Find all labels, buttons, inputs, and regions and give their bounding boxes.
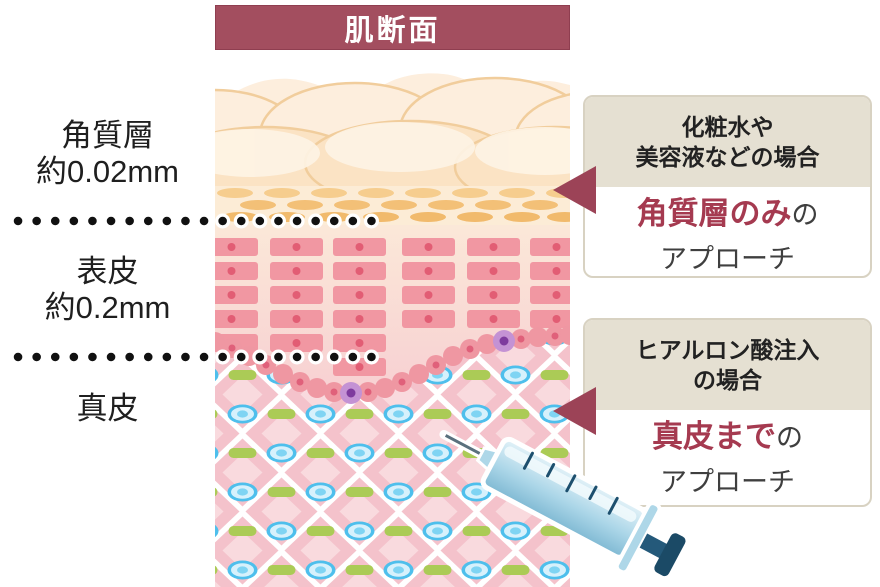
layer-name: 真皮: [76, 391, 139, 426]
layer-name: 表皮: [76, 254, 139, 289]
callout-body: 角質層のみの アプローチ: [585, 187, 870, 276]
label-stratum-corneum: 角質層 約0.02mm: [0, 117, 215, 190]
callout-header-line: の場合: [693, 367, 762, 393]
callout-header: 化粧水や 美容液などの場合: [585, 97, 870, 187]
callout-hyaluronic-injection: ヒアルロン酸注入 の場合 真皮までの アプローチ: [583, 318, 872, 507]
layer-depth: 約0.2mm: [44, 290, 171, 325]
label-epidermis: 表皮 約0.2mm: [0, 253, 215, 326]
callout-suffix: の: [776, 423, 803, 453]
callout-header-line: ヒアルロン酸注入: [635, 337, 820, 363]
callout-header-line: 美容液などの場合: [635, 144, 820, 170]
skin-illustration: [215, 73, 570, 587]
callout-header: ヒアルロン酸注入 の場合: [585, 320, 870, 410]
layer-depth: 約0.02mm: [36, 154, 179, 189]
callout-approach: アプローチ: [660, 467, 795, 497]
diagram-title: 肌断面: [344, 14, 441, 47]
callout-body: 真皮までの アプローチ: [585, 410, 870, 500]
callout-approach: アプローチ: [660, 244, 795, 274]
callout-suffix: の: [791, 200, 819, 230]
callout-highlight: 角質層のみ: [636, 196, 792, 231]
callout-topical-products: 化粧水や 美容液などの場合 角質層のみの アプローチ: [583, 95, 872, 278]
diagram-title-bar: 肌断面: [215, 5, 570, 50]
label-dermis: 真皮: [0, 390, 215, 427]
callout-highlight: 真皮まで: [652, 419, 776, 454]
layer-name: 角質層: [61, 118, 154, 153]
callout-header-line: 化粧水や: [681, 114, 774, 140]
